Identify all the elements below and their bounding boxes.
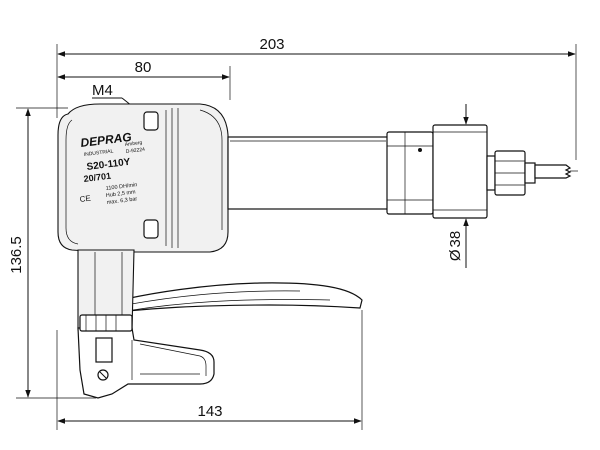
lever-plate [99,282,363,315]
brand-sub-text: INDUSTRIAL [84,148,114,158]
code-text: D-92224 [126,147,146,155]
spec3-text: max. 6,3 bar [107,196,138,206]
dimension-143-label: 143 [197,403,222,420]
spec1-text: 1100 DH/min [106,182,138,192]
dimension-80: 80 [57,59,231,100]
dimension-diameter-label: Ø38 [447,231,464,261]
city-text: Amberg [125,140,143,148]
motor-cylinder [227,136,389,210]
dimension-80-label: 80 [135,59,152,76]
dimension-136-5: 136.5 [8,107,96,399]
dimension-136-5-label: 136.5 [8,236,25,274]
nameplate: DEPRAG INDUSTRIAL Amberg D-92224 S20-110… [79,130,145,206]
model-text: S20-110Y [86,157,131,173]
blade [95,337,113,363]
dimension-203: 203 [56,36,577,160]
spec2-text: Hub 2,5 mm [106,189,137,199]
dimension-203-label: 203 [259,36,284,53]
cutter-head [77,314,215,399]
valve-body [386,124,488,219]
air-connector [486,150,578,196]
head-housing [57,103,229,253]
thread-label: M4 [92,82,113,99]
hose-nipple [534,164,572,179]
vent-hole [418,148,422,152]
ce-mark: CE [79,194,91,204]
dimension-143: 143 [56,310,363,430]
brand-logo-text: DEPRAG [80,130,133,150]
number-text: 20/701 [83,171,112,184]
